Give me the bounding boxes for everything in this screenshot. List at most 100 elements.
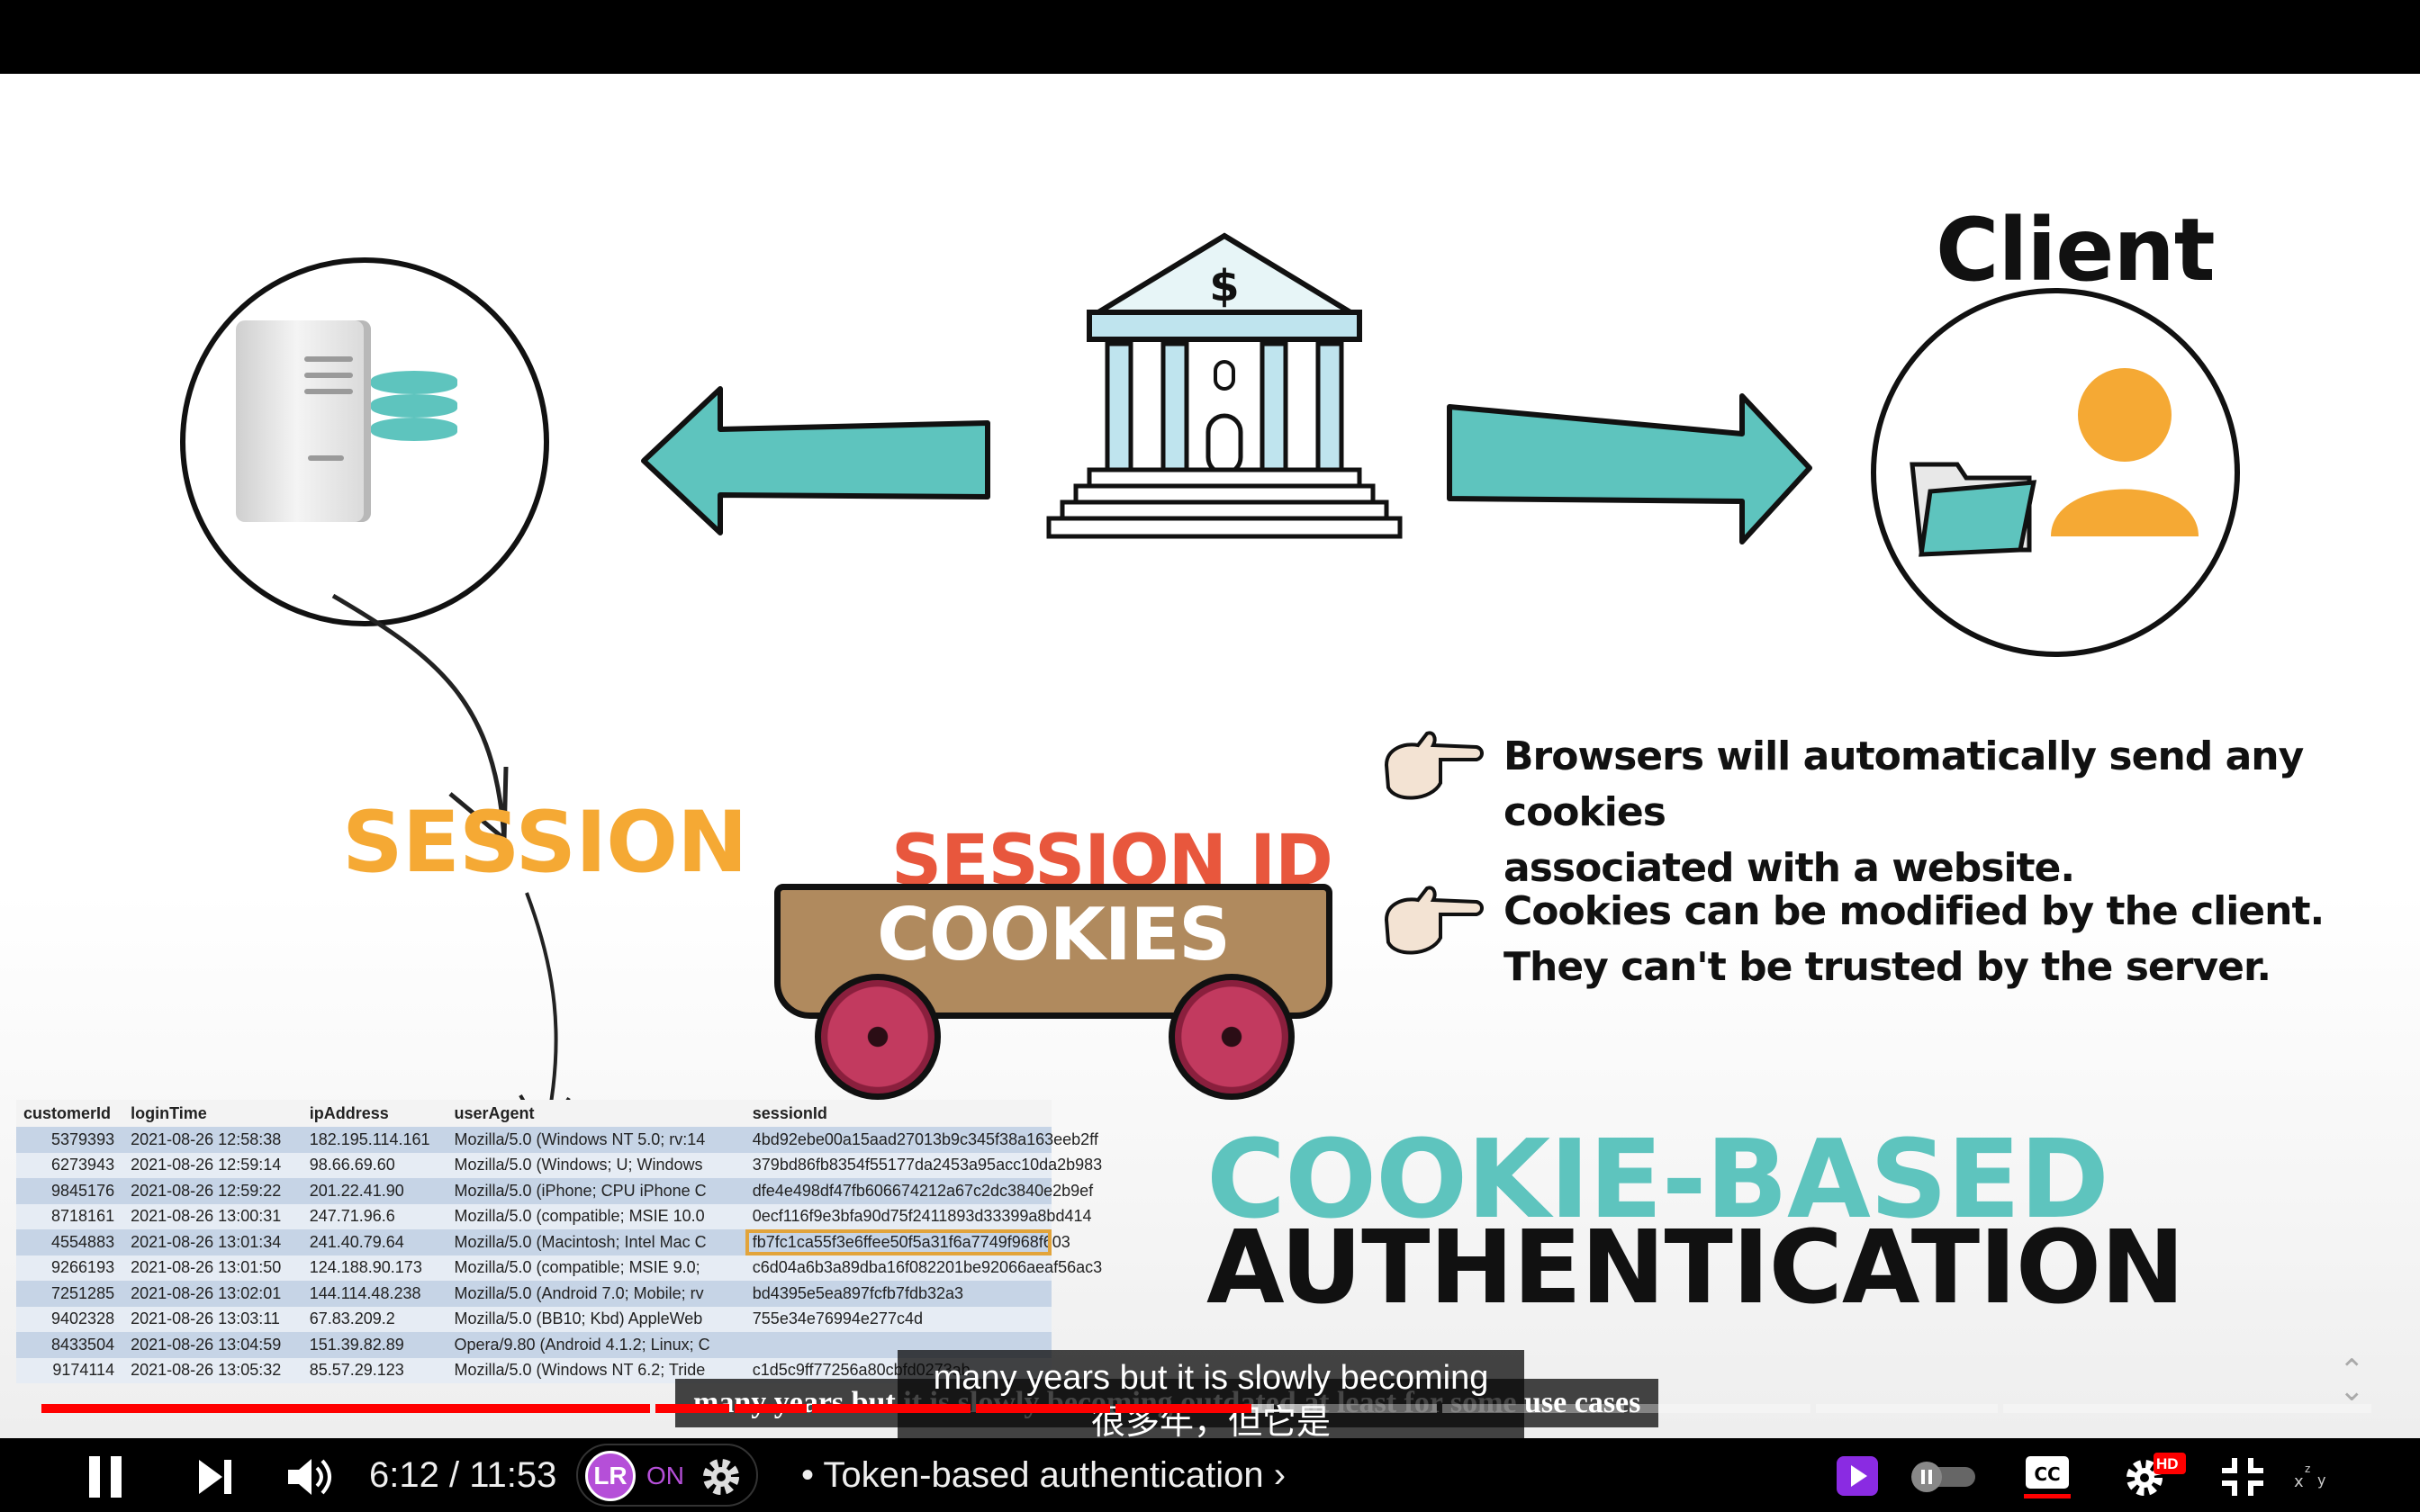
chapter-segment[interactable] (1442, 1404, 1624, 1413)
col-login-time: loginTime (123, 1100, 302, 1127)
settings-hd-icon[interactable]: HD (2121, 1451, 2188, 1499)
table-cell: 6273943 (16, 1152, 124, 1178)
left-arrow (641, 386, 990, 536)
time-display: 6:12 / 11:53 (369, 1455, 557, 1495)
svg-text:$: $ (1209, 261, 1239, 311)
server-icon (236, 320, 371, 522)
chapter-segment[interactable] (1115, 1404, 1274, 1413)
table-cell: 7251285 (16, 1281, 124, 1307)
table-cell: 9266193 (16, 1255, 124, 1281)
miniplayer-icon[interactable] (1837, 1456, 1878, 1496)
chapter-segment[interactable] (41, 1404, 651, 1413)
cart-wheel (1169, 974, 1295, 1100)
cart-wheel (815, 974, 941, 1100)
chapter-segment[interactable] (812, 1404, 971, 1413)
table-cell: Mozilla/5.0 (Windows; U; Windows (447, 1152, 745, 1178)
svg-text:x: x (2294, 1472, 2304, 1491)
table-cell: 5379393 (16, 1127, 124, 1153)
session-label: SESSION (342, 794, 748, 892)
chapter-segment[interactable] (1629, 1404, 1811, 1413)
table-cell: 4bd92ebe00a15aad27013b9c345f38a163eeb2ff (745, 1127, 1098, 1153)
autoplay-toggle[interactable] (1909, 1458, 1981, 1494)
bullet-2: Cookies can be modified by the client. T… (1377, 884, 2325, 995)
volume-icon[interactable] (286, 1456, 335, 1498)
table-cell: Mozilla/5.0 (BB10; Kbd) AppleWeb (447, 1306, 745, 1332)
progress-bar[interactable] (41, 1404, 2377, 1413)
table-cell: 124.188.90.173 (302, 1255, 447, 1281)
server-circle (180, 257, 549, 626)
table-cell: 8718161 (16, 1203, 124, 1229)
bullet-1-line1: Browsers will automatically send any coo… (1503, 734, 2304, 835)
table-cell: 9402328 (16, 1306, 124, 1332)
col-session-id: sessionId (745, 1100, 1052, 1127)
subtitle-box[interactable]: many years but it is slowly becoming 很多年… (898, 1350, 1524, 1454)
language-reactor-toggle[interactable]: LR ON (576, 1444, 758, 1507)
table-cell: Mozilla/5.0 (compatible; MSIE 10.0 (447, 1203, 745, 1229)
table-cell: dfe4e498df47fb606674212a67c2dc3840e2b9ef (745, 1178, 1093, 1204)
svg-text:CC: CC (2034, 1463, 2060, 1485)
cookies-label: COOKIES (877, 893, 1231, 976)
table-cell: c6d04a6b3a89dba16f082201be92066aeaf56ac3 (745, 1255, 1102, 1281)
chapter-segment[interactable] (655, 1404, 730, 1413)
pause-icon[interactable] (83, 1454, 128, 1499)
video-frame[interactable]: $ Client SESSION SESSION ID (0, 74, 2420, 1454)
table-cell: 241.40.79.64 (302, 1229, 447, 1256)
table-cell: Mozilla/5.0 (iPhone; CPU iPhone C (447, 1178, 745, 1204)
table-cell: 2021-08-26 12:59:14 (123, 1152, 302, 1178)
table-cell: Mozilla/5.0 (Android 7.0; Mobile; rv (447, 1281, 745, 1307)
expand-icon[interactable]: ⌃⌄ (2339, 1354, 2365, 1408)
table-cell: Mozilla/5.0 (Windows NT 5.0; rv:14 (447, 1127, 745, 1153)
table-cell: 8433504 (16, 1332, 124, 1358)
table-cell: 98.66.69.60 (302, 1152, 447, 1178)
table-cell: 144.114.48.238 (302, 1281, 447, 1307)
table-cell: 379bd86fb8354f55177da2453a95acc10da2b983 (745, 1152, 1102, 1178)
next-icon[interactable] (194, 1456, 236, 1498)
table-cell: bd4395e5ea897fcfb7fdb32a3 (745, 1281, 1052, 1307)
svg-text:z: z (2305, 1462, 2310, 1475)
session-table: customerId loginTime ipAddress userAgent… (16, 1100, 1102, 1383)
player-controls: 6:12 / 11:53 LR ON • Token-based authent… (0, 1438, 2420, 1512)
server-to-session-arrow (331, 593, 509, 844)
subtitles-icon[interactable]: CC (2024, 1451, 2071, 1499)
title-line-2: AUTHENTICATION (1206, 1210, 2185, 1327)
chapter-segment[interactable] (2002, 1404, 2371, 1413)
exit-fullscreen-icon[interactable] (2220, 1456, 2265, 1498)
chapter-segment[interactable] (1816, 1404, 1998, 1413)
table-cell: 2021-08-26 13:02:01 (123, 1281, 302, 1307)
bullet-2-line2: They can't be trusted by the server. (1503, 944, 2271, 990)
chapter-segment[interactable] (735, 1404, 807, 1413)
col-user-agent: userAgent (447, 1100, 745, 1127)
language-reactor-state: ON (646, 1462, 684, 1490)
table-cell: 2021-08-26 13:01:34 (123, 1229, 302, 1256)
bank-icon: $ (1046, 232, 1403, 539)
cookies-cart: COOKIES (774, 884, 1332, 1109)
pointing-hand-icon (1384, 886, 1484, 955)
table-cell: Opera/9.80 (Android 4.1.2; Linux; C (447, 1332, 745, 1358)
chapter-segment[interactable] (1278, 1404, 1438, 1413)
pointing-hand-icon (1384, 731, 1484, 800)
client-label: Client (1936, 200, 2216, 301)
table-cell: 2021-08-26 12:58:38 (123, 1127, 302, 1153)
folder-icon (1910, 462, 2037, 557)
user-icon (2051, 368, 2199, 536)
settings-icon[interactable] (699, 1454, 744, 1499)
table-cell: Mozilla/5.0 (Macintosh; Intel Mac C (447, 1229, 745, 1256)
table-cell: Mozilla/5.0 (compatible; MSIE 9.0; (447, 1255, 745, 1281)
table-cell: 4554883 (16, 1229, 124, 1256)
top-black-bar (0, 0, 2420, 74)
table-cell: 0ecf116f9e3bfa90d75f2411893d33399a8bd414 (745, 1203, 1092, 1229)
table-cell: 67.83.209.2 (302, 1306, 447, 1332)
table-cell: 9174114 (16, 1357, 124, 1383)
chapter-segment[interactable] (975, 1404, 1111, 1413)
chapter-title[interactable]: • Token-based authentication › (801, 1455, 1287, 1495)
table-cell: 2021-08-26 13:03:11 (123, 1306, 302, 1332)
table-cell: 247.71.96.6 (302, 1203, 447, 1229)
